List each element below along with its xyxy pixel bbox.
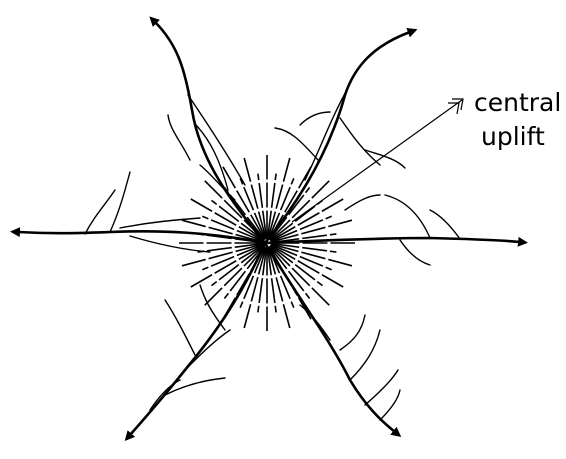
channel-upper-right bbox=[265, 32, 410, 243]
central-uplift-label-line1: central bbox=[474, 90, 561, 115]
central-uplift-label-line2: uplift bbox=[481, 124, 545, 149]
